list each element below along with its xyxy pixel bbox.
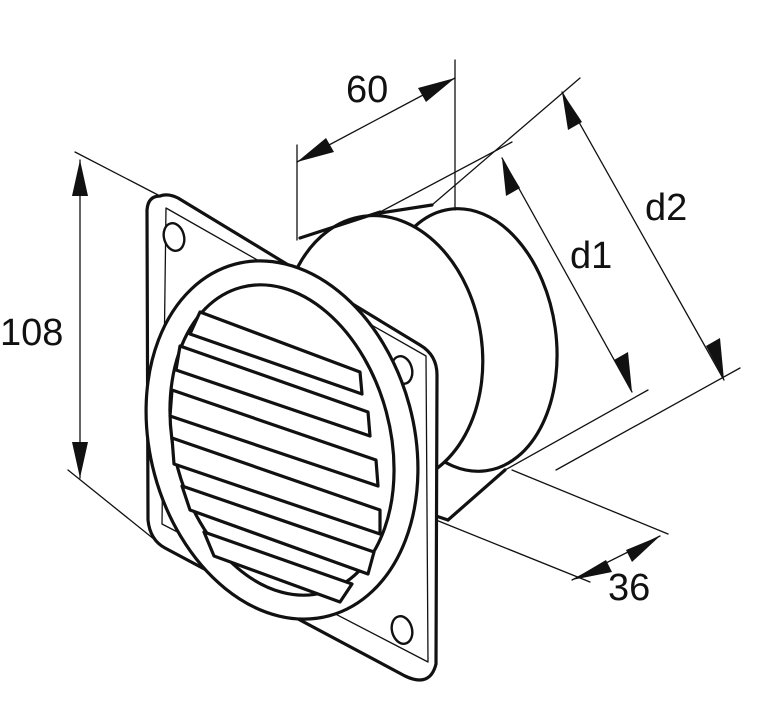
dimension-height <box>67 151 166 549</box>
screw-hole-top-left <box>162 222 186 252</box>
louvre-slats <box>168 310 382 604</box>
dimension-diameter-outer <box>431 77 741 471</box>
dimension-label-depth-grille: 36 <box>608 567 650 609</box>
dimension-label-diameter-outer: d2 <box>645 187 687 229</box>
dimension-label-depth-total: 60 <box>346 69 388 111</box>
dimension-label-diameter-inner: d1 <box>570 235 612 277</box>
dimension-diameter-inner <box>379 141 649 471</box>
dimension-label-height: 108 <box>0 312 63 354</box>
screw-hole-bottom-right <box>390 615 414 645</box>
dimension-depth-grille <box>435 469 669 583</box>
